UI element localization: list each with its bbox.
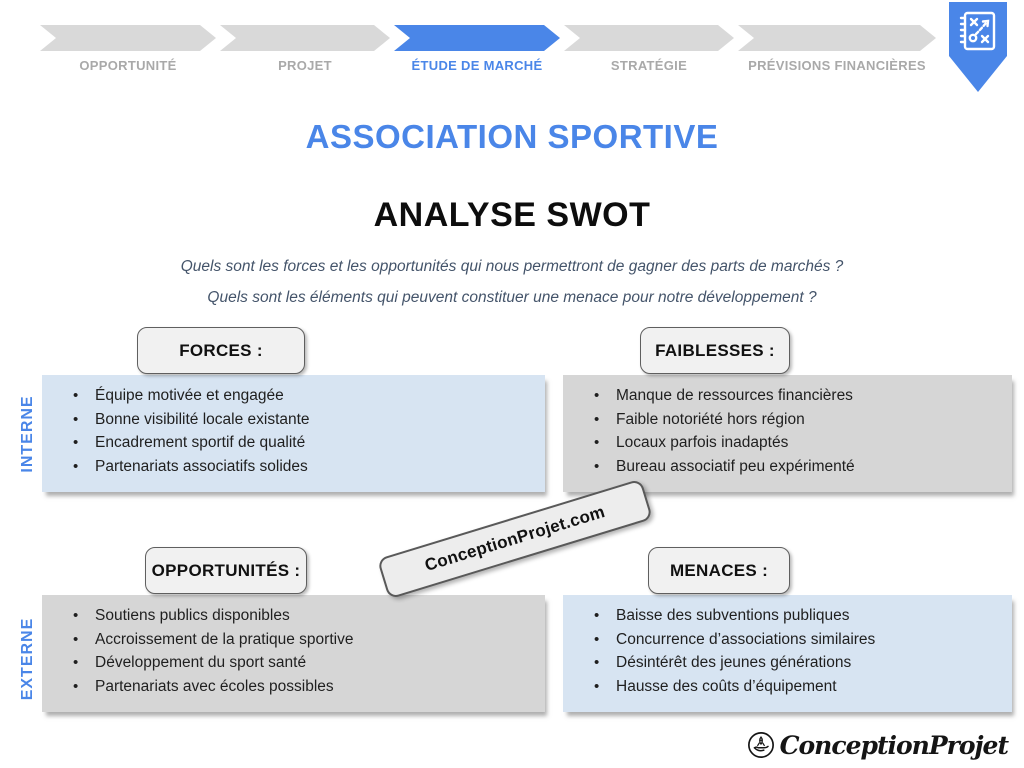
faiblesses-list: Manque de ressources financières Faible …	[563, 384, 1012, 478]
footer-logo[interactable]: ConceptionProjet	[747, 727, 1009, 763]
footer-logo-text: ConceptionProjet	[779, 730, 1009, 760]
process-step-previsions-financieres[interactable]: PRÉVISIONS FINANCIÈRES	[738, 25, 936, 73]
process-step-label: PRÉVISIONS FINANCIÈRES	[748, 58, 926, 73]
list-item: Soutiens publics disponibles	[42, 604, 545, 628]
watermark-banner[interactable]: ConceptionProjet.com	[376, 478, 654, 600]
chevron-arrow-shape	[738, 25, 936, 51]
chevron-arrow-shape	[220, 25, 390, 51]
guiding-question-1: Quels sont les forces et les opportunité…	[180, 258, 844, 275]
process-step-etude-de-marche[interactable]: ÉTUDE DE MARCHÉ	[394, 25, 560, 73]
process-step-strategie[interactable]: STRATÉGIE	[564, 25, 734, 73]
list-item: Partenariats associatifs solides	[42, 455, 545, 479]
list-item: Baisse des subventions publiques	[563, 604, 1012, 628]
list-item: Faible notoriété hors région	[563, 408, 1012, 432]
list-item: Manque de ressources financières	[563, 384, 1012, 408]
quadrant-title-opportunites: OPPORTUNITÉS :	[145, 547, 307, 594]
quadrant-faiblesses: Manque de ressources financières Faible …	[563, 375, 1012, 492]
process-step-label: OPPORTUNITÉ	[79, 58, 177, 73]
quadrant-title-faiblesses: FAIBLESSES :	[640, 327, 790, 374]
list-item: Hausse des coûts d’équipement	[563, 675, 1012, 699]
strategy-board-icon	[959, 11, 996, 51]
list-item: Équipe motivée et engagée	[42, 384, 545, 408]
list-item: Encadrement sportif de qualité	[42, 431, 545, 455]
quadrant-title-menaces: MENACES :	[648, 547, 790, 594]
list-item: Bureau associatif peu expérimenté	[563, 455, 1012, 479]
chevron-arrow-shape	[564, 25, 734, 51]
quadrant-title-forces: FORCES :	[137, 327, 305, 374]
list-item: Bonne visibilité locale existante	[42, 408, 545, 432]
process-step-label: PROJET	[278, 58, 332, 73]
menaces-list: Baisse des subventions publiques Concurr…	[563, 604, 1012, 698]
axis-label-interne: INTERNE	[19, 395, 36, 473]
page-title: ASSOCIATION SPORTIVE	[305, 118, 719, 155]
bookmark-badge	[949, 2, 1007, 92]
page-subtitle: ANALYSE SWOT	[373, 196, 651, 234]
process-step-projet[interactable]: PROJET	[220, 25, 390, 73]
list-item: Partenariats avec écoles possibles	[42, 675, 545, 699]
quadrant-opportunites: Soutiens publics disponibles Accroisseme…	[42, 595, 545, 712]
list-item: Désintérêt des jeunes générations	[563, 651, 1012, 675]
chevron-arrow-shape	[40, 25, 216, 51]
opportunites-list: Soutiens publics disponibles Accroisseme…	[42, 604, 545, 698]
process-bar: OPPORTUNITÉ PROJET ÉTUDE DE MARCHÉ STRAT…	[40, 25, 936, 73]
guiding-question-2: Quels sont les éléments qui peuvent cons…	[207, 289, 817, 306]
list-item: Accroissement de la pratique sportive	[42, 628, 545, 652]
list-item: Locaux parfois inadaptés	[563, 431, 1012, 455]
quadrant-menaces: Baisse des subventions publiques Concurr…	[563, 595, 1012, 712]
list-item: Développement du sport santé	[42, 651, 545, 675]
axis-label-externe: EXTERNE	[19, 617, 36, 701]
quadrant-forces: Équipe motivée et engagée Bonne visibili…	[42, 375, 545, 492]
forces-list: Équipe motivée et engagée Bonne visibili…	[42, 384, 545, 478]
hand-rocket-icon	[747, 732, 774, 758]
list-item: Concurrence d’associations similaires	[563, 628, 1012, 652]
process-step-opportunite[interactable]: OPPORTUNITÉ	[40, 25, 216, 73]
process-step-label: STRATÉGIE	[610, 58, 688, 73]
chevron-arrow-shape	[394, 25, 560, 51]
process-step-label: ÉTUDE DE MARCHÉ	[411, 58, 543, 73]
